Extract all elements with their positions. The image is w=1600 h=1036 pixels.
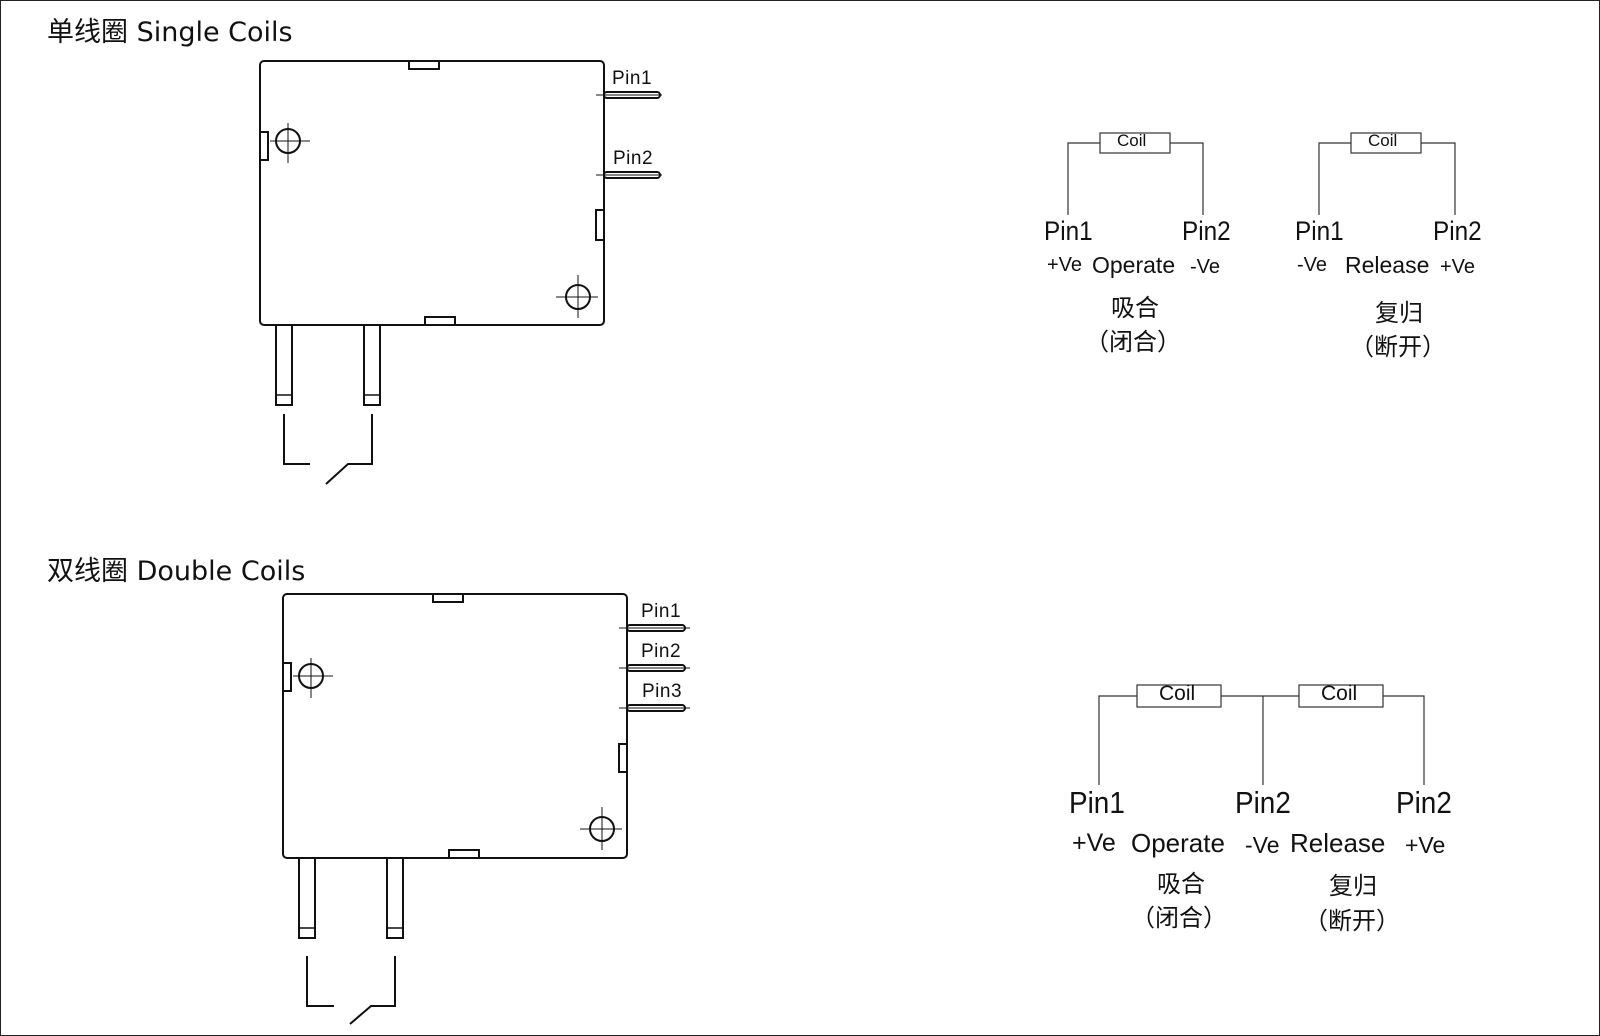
- schematic-pin2-label-right: Pin2: [1396, 785, 1452, 820]
- schematic-pin1-label: Pin1: [1295, 216, 1344, 246]
- single-relay-pin2-label: Pin2: [613, 148, 654, 169]
- double-relay-pin2-label: Pin2: [641, 641, 682, 662]
- coil-label: Coil: [1117, 131, 1147, 150]
- coil-right-label: Coil: [1321, 682, 1358, 705]
- chinese-state-label: （断开）: [1350, 333, 1446, 361]
- polarity-label: +Ve: [1405, 832, 1446, 858]
- chinese-state-label: （闭合）: [1085, 328, 1181, 356]
- action-release-label: Release: [1290, 828, 1386, 858]
- double-pin1-lead: [619, 624, 690, 632]
- polarity-label: -Ve: [1297, 254, 1328, 276]
- schematic-pin2-label: Pin2: [1433, 216, 1482, 246]
- double-relay-body: [282, 593, 690, 1025]
- chinese-state-label: （闭合）: [1131, 904, 1227, 932]
- single-schematic-operate: [1067, 132, 1204, 215]
- double-relay-pin1-label: Pin1: [641, 601, 682, 622]
- polarity-label: -Ve: [1245, 832, 1280, 858]
- polarity-label: +Ve: [1440, 256, 1476, 278]
- chinese-action-label: 吸合: [1157, 870, 1205, 898]
- schematic-pin2-label: Pin2: [1235, 785, 1291, 820]
- coil-label: Coil: [1368, 131, 1398, 150]
- chinese-state-label: （断开）: [1304, 907, 1400, 935]
- polarity-label: +Ve: [1047, 254, 1083, 276]
- action-operate-label: Operate: [1131, 828, 1225, 858]
- double-schematic: [1098, 684, 1425, 785]
- polarity-label: -Ve: [1190, 256, 1221, 278]
- chinese-action-label: 吸合: [1111, 294, 1159, 322]
- single-schematic-release: [1318, 132, 1456, 215]
- single-relay-pin1-label: Pin1: [612, 68, 653, 89]
- schematic-pin1-label: Pin1: [1069, 785, 1125, 820]
- action-label: Operate: [1092, 252, 1176, 278]
- double-pin3-lead: [619, 704, 690, 712]
- double-relay-pin3-label: Pin3: [642, 681, 683, 702]
- single-relay-body: [259, 60, 662, 485]
- schematic-pin2-label: Pin2: [1182, 216, 1231, 246]
- action-label: Release: [1345, 252, 1430, 278]
- coil-left-label: Coil: [1159, 682, 1196, 705]
- single-pin1-lead: [596, 91, 662, 99]
- single-pin2-lead: [596, 171, 662, 179]
- polarity-label: +Ve: [1072, 829, 1116, 857]
- chinese-action-label: 复归: [1329, 872, 1377, 900]
- section-title-single: 单线圈 Single Coils: [47, 17, 293, 48]
- section-title-double: 双线圈 Double Coils: [47, 556, 306, 587]
- double-pin2-lead: [619, 664, 690, 672]
- chinese-action-label: 复归: [1375, 299, 1423, 327]
- schematic-pin1-label: Pin1: [1044, 216, 1093, 246]
